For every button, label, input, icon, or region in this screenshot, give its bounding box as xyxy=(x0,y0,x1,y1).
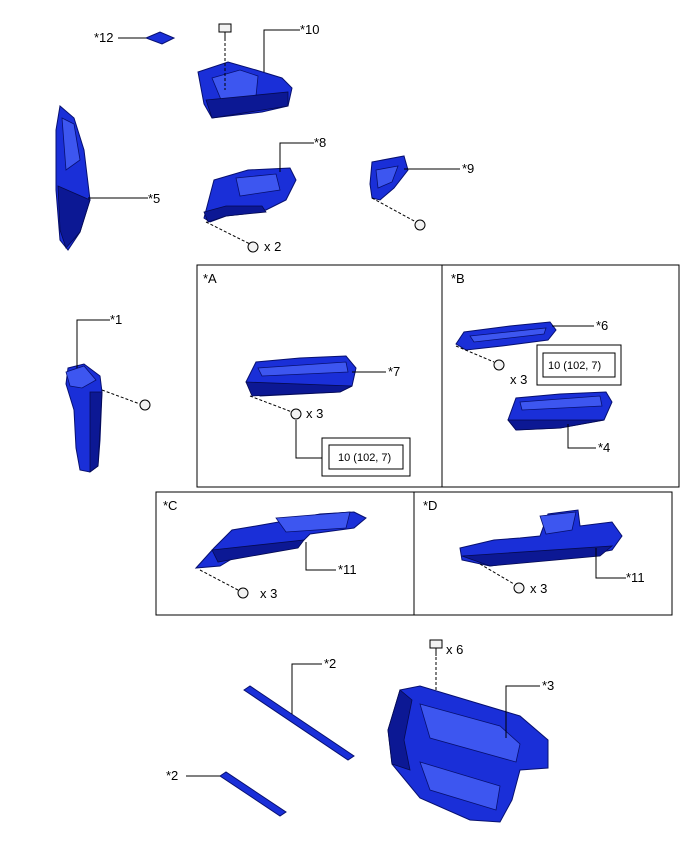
qty-11d: x 3 xyxy=(530,581,547,596)
part-1: *1 xyxy=(65,312,151,473)
panel-b-label: *B xyxy=(451,271,465,286)
part-5: *5 xyxy=(55,105,160,251)
callout-3: *3 xyxy=(542,678,554,693)
torque-a: 10 (102, 7) xyxy=(338,452,391,464)
part-2-lower: *2 xyxy=(166,768,287,817)
callout-2a: *2 xyxy=(324,656,336,671)
torque-spec-b: 10 (102, 7) xyxy=(536,344,622,386)
callout-4: *4 xyxy=(598,440,610,455)
bolt-icon xyxy=(513,582,525,594)
callout-10: *10 xyxy=(300,22,320,37)
bolt-icon xyxy=(429,639,443,656)
part-3: x 6 *3 xyxy=(387,639,554,823)
part-2-upper: *2 xyxy=(243,656,355,761)
panel-d-label: *D xyxy=(423,498,437,513)
part-8: x 2 *8 xyxy=(203,135,326,254)
callout-11d: *11 xyxy=(626,570,645,585)
callout-11c: *11 xyxy=(338,562,357,577)
bolt-icon xyxy=(247,241,259,253)
panel-d: *D x 3 *11 xyxy=(413,491,673,616)
qty-6: x 3 xyxy=(510,372,527,387)
bolt-icon xyxy=(493,359,505,371)
bolt-icon xyxy=(218,23,232,40)
callout-6: *6 xyxy=(596,318,608,333)
callout-1: *1 xyxy=(110,312,122,327)
qty-8: x 2 xyxy=(264,239,281,254)
torque-b: 10 (102, 7) xyxy=(548,360,601,372)
torque-spec-a: 10 (102, 7) xyxy=(321,437,411,477)
callout-5: *5 xyxy=(148,191,160,206)
panel-c-label: *C xyxy=(163,498,177,513)
callout-12: *12 xyxy=(94,30,114,45)
qty-7: x 3 xyxy=(306,406,323,421)
panel-c: *C x 3 *11 xyxy=(155,491,415,616)
callout-9: *9 xyxy=(462,161,474,176)
bolt-icon xyxy=(414,219,426,231)
part-9: *9 xyxy=(369,155,474,231)
bolt-icon xyxy=(237,587,249,599)
part-10: *10 xyxy=(197,22,320,119)
part-12: *12 xyxy=(94,30,176,45)
panel-a: *A x 3 *7 10 (102, 7) xyxy=(196,264,443,488)
callout-8: *8 xyxy=(314,135,326,150)
qty-3: x 6 xyxy=(446,642,463,657)
bolt-icon xyxy=(290,408,302,420)
panel-b: *B x 3 *6 10 (102, 7) *4 xyxy=(441,264,680,488)
panel-a-label: *A xyxy=(203,271,217,286)
bolt-icon xyxy=(139,399,151,411)
qty-11c: x 3 xyxy=(260,586,277,601)
callout-2b: *2 xyxy=(166,768,178,783)
callout-7: *7 xyxy=(388,364,400,379)
